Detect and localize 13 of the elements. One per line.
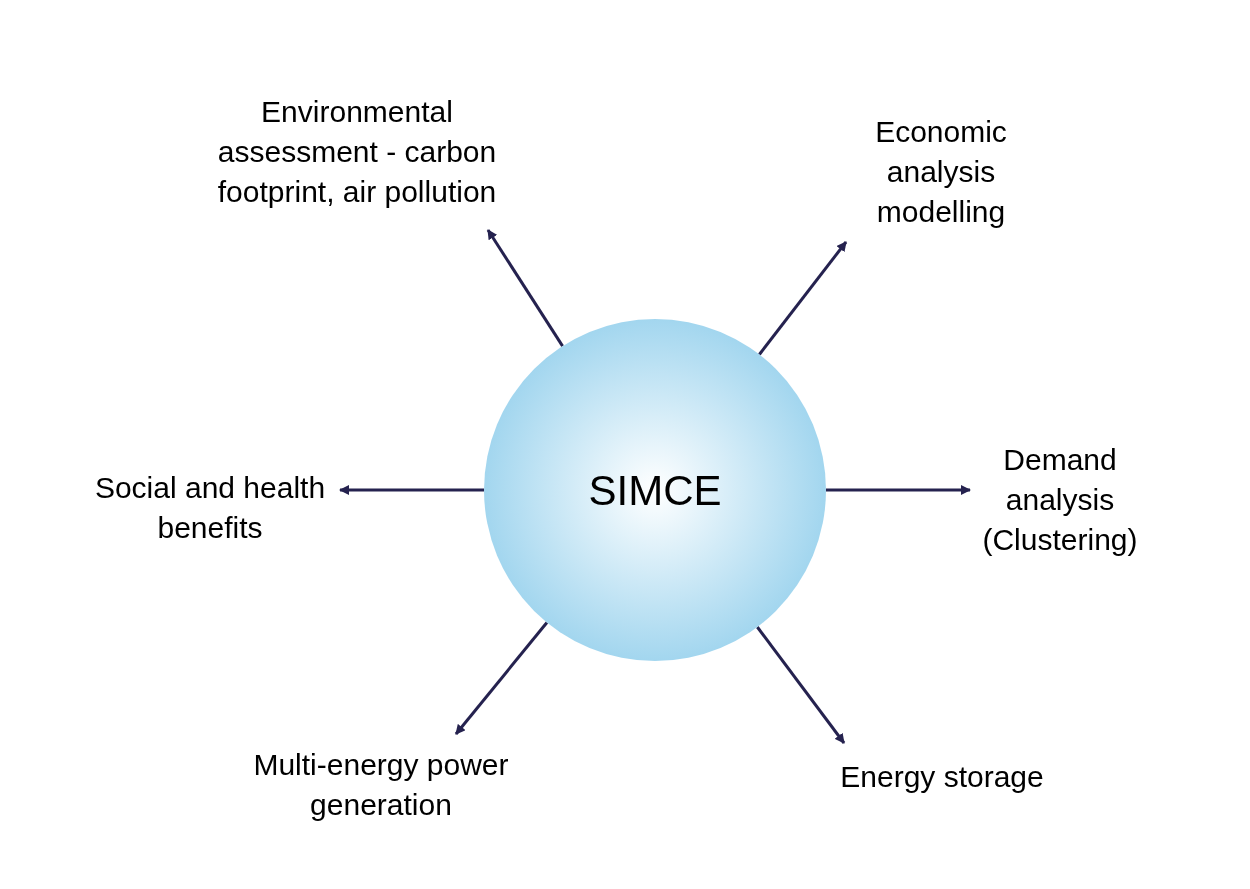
arrow bbox=[454, 621, 549, 735]
arrow bbox=[339, 485, 484, 495]
topic-label: Multi-energy power generation bbox=[252, 747, 510, 823]
topic-label: Energy storage bbox=[840, 759, 1044, 795]
topic-label: Social and health benefits bbox=[93, 470, 327, 546]
arrow bbox=[826, 485, 971, 495]
arrow bbox=[756, 626, 846, 744]
topic-label: Environmental assessment - carbon footprint, air pollution bbox=[216, 94, 498, 210]
topic-label: Demand analysis (Clustering) bbox=[981, 442, 1139, 558]
topic-label: Economic analysis modelling bbox=[874, 114, 1008, 230]
hub-label: SIMCE bbox=[588, 465, 722, 516]
arrow bbox=[758, 241, 848, 356]
arrow bbox=[486, 229, 564, 347]
